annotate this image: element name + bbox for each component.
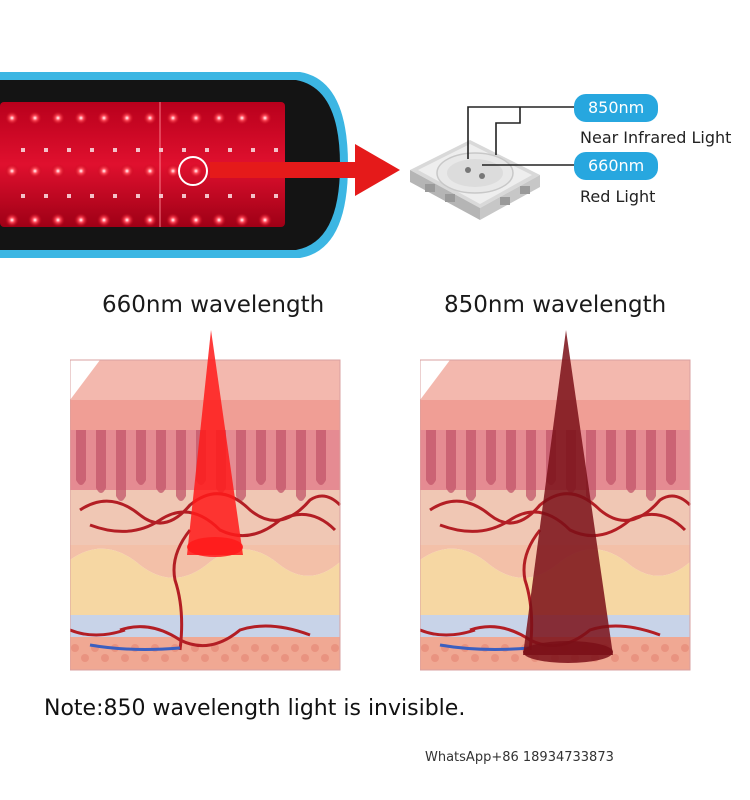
skin-diagram-660nm xyxy=(70,330,342,671)
badge-660nm: 660nm xyxy=(574,152,659,180)
contact-text: WhatsApp+86 18934733873 xyxy=(425,750,614,765)
red-arrow xyxy=(210,144,400,196)
note-text: Note:850 wavelength light is invisible. xyxy=(44,696,466,721)
title-660nm: 660nm wavelength xyxy=(102,292,325,318)
led-belt-image xyxy=(0,72,348,258)
skin-diagram-850nm xyxy=(420,330,692,671)
led-chip-image xyxy=(410,140,540,220)
title-850nm: 850nm wavelength xyxy=(444,292,667,318)
label-red-light: Red Light xyxy=(580,187,656,206)
led-callout-lines xyxy=(467,106,575,166)
badge-850nm: 850nm xyxy=(574,94,659,122)
label-near-infrared: Near Infrared Light xyxy=(580,128,732,147)
